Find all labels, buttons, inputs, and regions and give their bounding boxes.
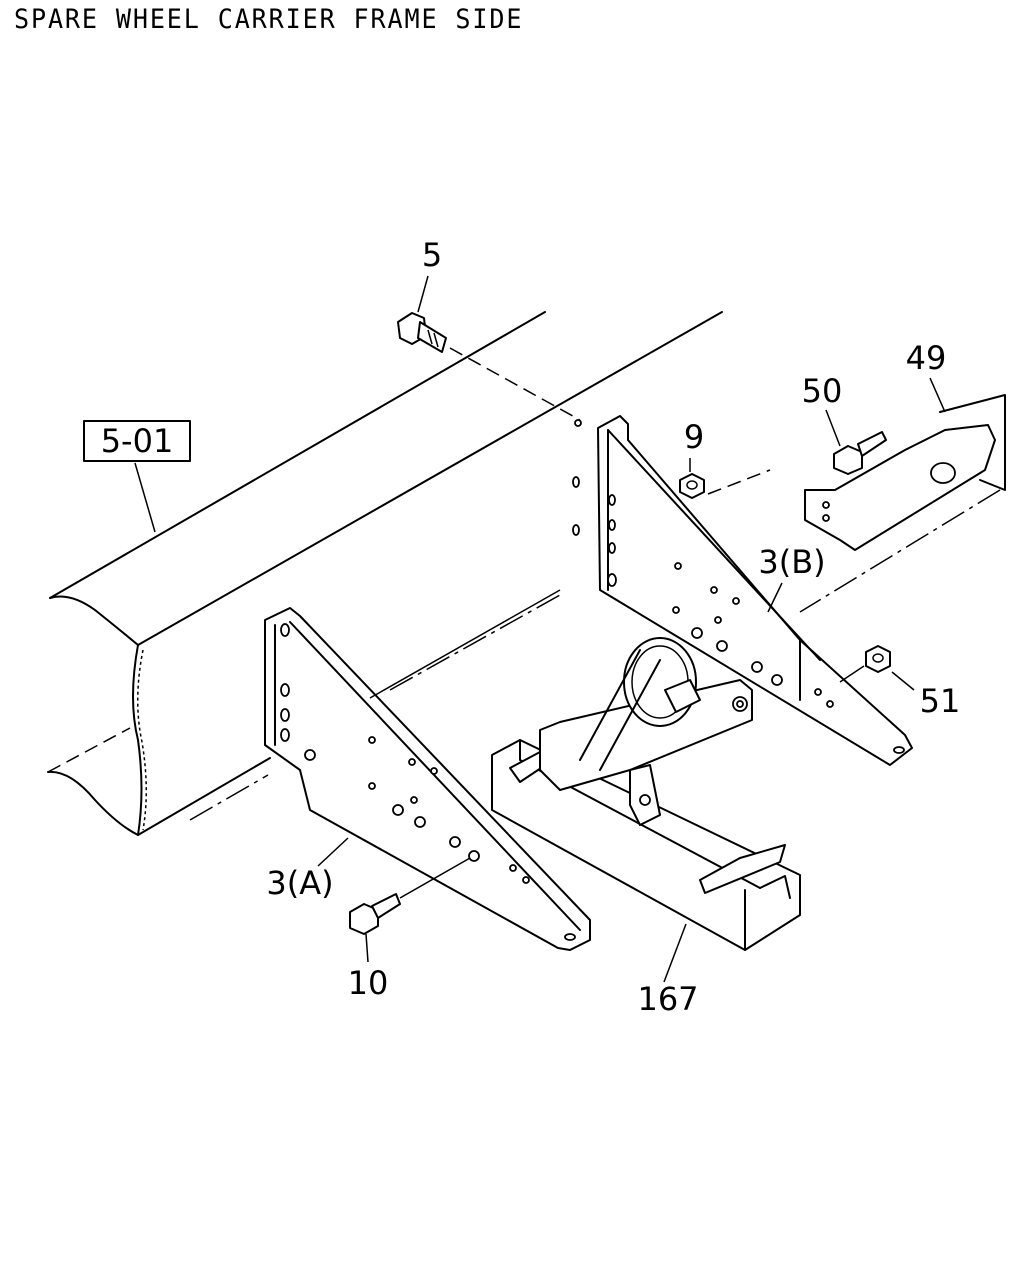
callout-50: 50 — [802, 372, 843, 410]
bolt-10[interactable]: 10 — [348, 857, 471, 1002]
callout-5-01[interactable]: 5-01 — [83, 420, 191, 533]
callout-167: 167 — [637, 980, 698, 1018]
callout-49: 49 — [906, 339, 947, 377]
bracket-49[interactable]: 49 — [799, 339, 1006, 613]
callout-5-01-text: 5-01 — [101, 422, 174, 460]
callout-10: 10 — [348, 964, 389, 1002]
bracket-3b[interactable]: 3(B) — [572, 415, 913, 766]
frame-rail[interactable] — [47, 311, 723, 836]
callout-9: 9 — [684, 418, 704, 456]
callout-3b: 3(B) — [758, 543, 825, 581]
page-title: SPARE WHEEL CARRIER FRAME SIDE — [14, 4, 524, 35]
bolt-5[interactable]: 5 — [397, 236, 581, 421]
bracket-3a[interactable]: 3(A) — [264, 589, 591, 951]
callout-3a: 3(A) — [266, 864, 333, 902]
nut-9[interactable]: 9 — [679, 418, 771, 499]
bolt-50[interactable]: 50 — [802, 372, 887, 475]
nut-51[interactable]: 51 — [839, 645, 961, 720]
carrier-167[interactable]: 167 — [491, 637, 801, 1018]
callout-51: 51 — [920, 682, 961, 720]
callout-5: 5 — [422, 236, 442, 274]
